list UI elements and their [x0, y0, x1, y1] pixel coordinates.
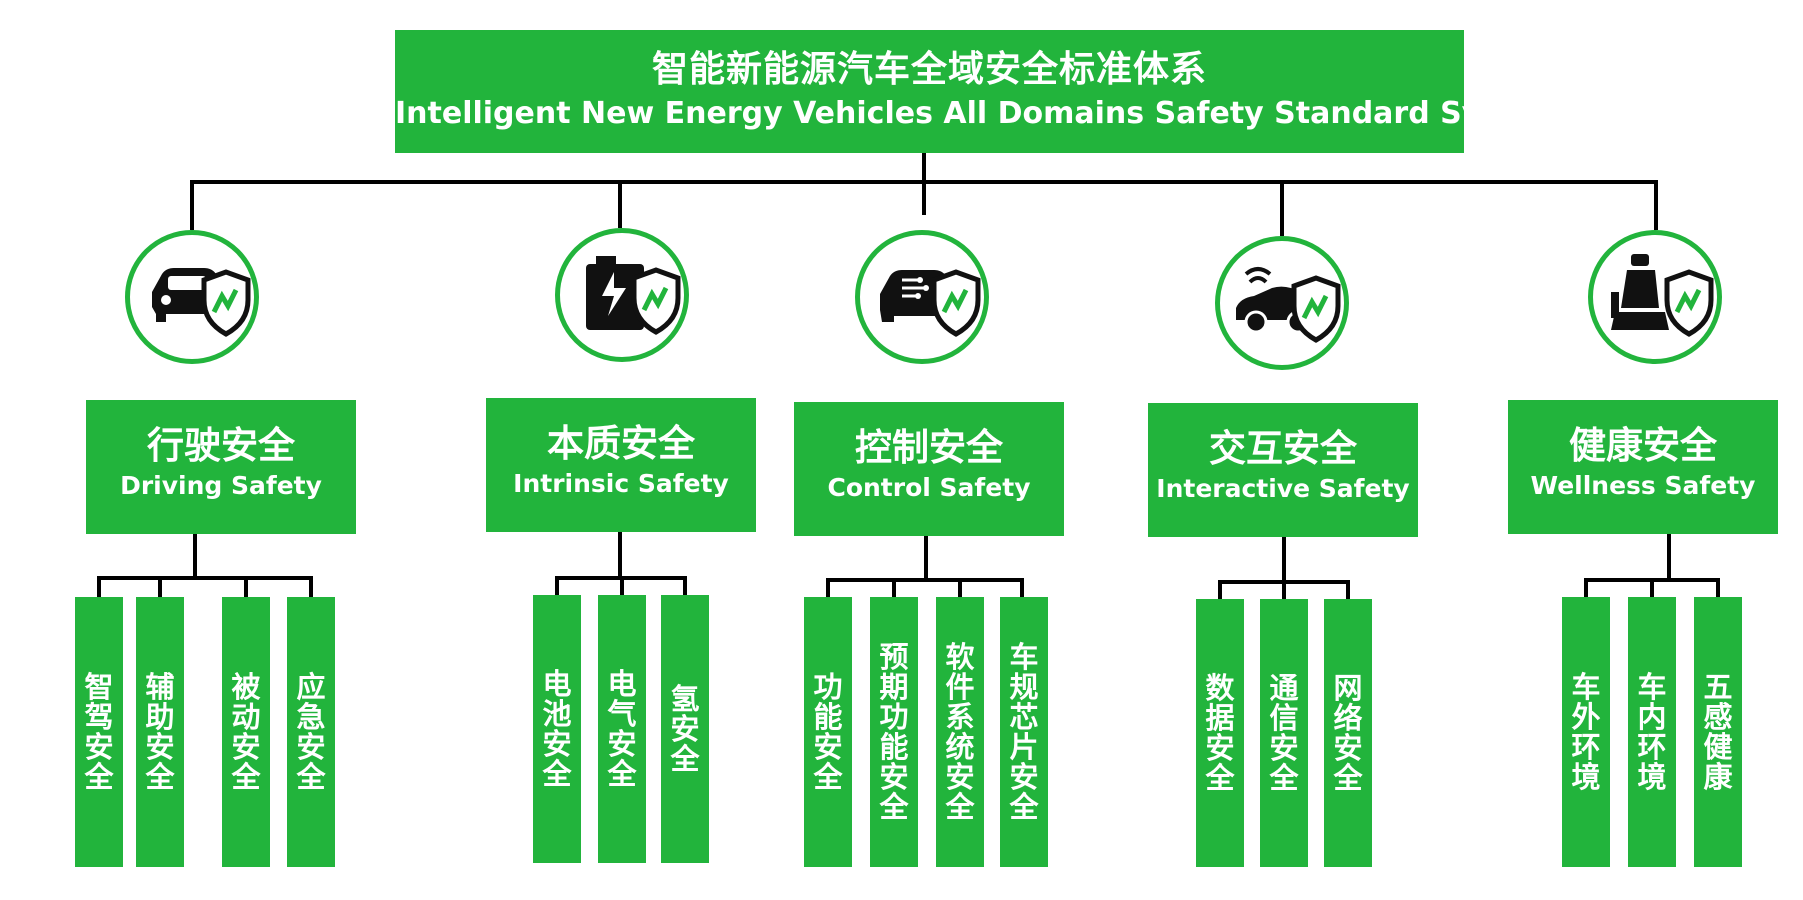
circuit-car-shield-icon [855, 230, 989, 364]
sub-item-box: 数据安全 [1196, 599, 1244, 867]
sub-item-box: 辅助安全 [136, 597, 184, 867]
sub-item-label: 数据安全 [1205, 671, 1235, 795]
sub-item-label: 辅助安全 [145, 670, 175, 794]
sub-item-box: 氢安全 [661, 595, 709, 863]
root-title-cn: 智能新能源汽车全域安全标准体系 [651, 49, 1207, 90]
connector-line [924, 536, 928, 580]
category-title-cn: 行驶安全 [147, 424, 295, 467]
category-interactive: 交互安全 Interactive Safety [1148, 403, 1418, 537]
category-title-cn: 健康安全 [1569, 424, 1717, 467]
connector-line [620, 576, 624, 596]
connector-line [1584, 578, 1588, 598]
category-control: 控制安全 Control Safety [794, 402, 1064, 536]
sub-item-label: 通信安全 [1269, 671, 1299, 795]
connector-line [193, 534, 197, 578]
sub-item-label: 电池安全 [542, 667, 572, 791]
category-title-cn: 交互安全 [1209, 427, 1357, 470]
sub-item-box: 应急安全 [287, 597, 335, 867]
drop-line-driving [190, 180, 194, 230]
seat-shield-icon [1588, 230, 1722, 364]
category-title-en: Driving Safety [120, 471, 322, 500]
connector-line [555, 576, 559, 596]
connector-line [1667, 534, 1671, 580]
sub-item-label: 车规芯片安全 [1009, 640, 1039, 824]
sub-item-label: 被动安全 [231, 670, 261, 794]
connected-car-shield-icon [1215, 236, 1349, 370]
sub-item-label: 五感健康 [1703, 670, 1733, 794]
root-trunk-line [922, 153, 926, 215]
sub-item-box: 电池安全 [533, 595, 581, 863]
car-shield-icon [125, 230, 259, 364]
category-title-en: Interactive Safety [1156, 474, 1410, 503]
sub-item-label: 氢安全 [670, 682, 700, 776]
sub-item-box: 车外环境 [1562, 597, 1610, 867]
sub-item-label: 网络安全 [1333, 671, 1363, 795]
connector-line [826, 578, 830, 598]
sub-item-label: 软件系统安全 [945, 640, 975, 824]
connector-line [1282, 537, 1286, 582]
connector-line [244, 576, 248, 598]
connector-line [158, 576, 162, 598]
connector-line [97, 576, 313, 580]
connector-line [1020, 578, 1024, 598]
connector-line [97, 576, 101, 598]
connector-line [683, 576, 687, 596]
root-title-box: 智能新能源汽车全域安全标准体系 Intelligent New Energy V… [395, 30, 1566, 153]
connector-line [309, 576, 313, 598]
connector-line [1716, 578, 1720, 598]
category-intrinsic: 本质安全 Intrinsic Safety [486, 398, 756, 532]
drop-line-wellness [1654, 180, 1658, 230]
sub-item-label: 车外环境 [1571, 670, 1601, 794]
connector-line [618, 532, 622, 578]
category-title-en: Wellness Safety [1530, 471, 1756, 500]
sub-item-label: 电气安全 [607, 667, 637, 791]
drop-line-interactive [1280, 180, 1284, 236]
sub-item-box: 电气安全 [598, 595, 646, 863]
connector-line [1218, 580, 1222, 600]
connector-line [958, 578, 962, 598]
sub-item-box: 预期功能安全 [870, 597, 918, 867]
sub-item-label: 智驾安全 [84, 670, 114, 794]
sub-item-label: 功能安全 [813, 670, 843, 794]
connector-line [892, 578, 896, 598]
sub-item-box: 五感健康 [1694, 597, 1742, 867]
sub-item-label: 预期功能安全 [879, 640, 909, 824]
root-title-en: Intelligent New Energy Vehicles All Doma… [395, 96, 1566, 131]
sub-item-box: 智驾安全 [75, 597, 123, 867]
category-title-en: Control Safety [827, 473, 1031, 502]
sub-item-box: 车规芯片安全 [1000, 597, 1048, 867]
sub-item-label: 应急安全 [296, 670, 326, 794]
category-title-en: Intrinsic Safety [513, 469, 729, 498]
category-title-cn: 控制安全 [855, 426, 1003, 469]
sub-item-box: 通信安全 [1260, 599, 1308, 867]
connector-line [1650, 578, 1654, 598]
root-branch-line [190, 180, 1658, 184]
connector-line [1282, 580, 1286, 600]
sub-item-label: 车内环境 [1637, 670, 1667, 794]
category-driving: 行驶安全 Driving Safety [86, 400, 356, 534]
drop-line-intrinsic [618, 180, 622, 228]
battery-shield-icon [555, 228, 689, 362]
category-title-cn: 本质安全 [547, 422, 695, 465]
connector-line [826, 578, 1024, 582]
sub-item-box: 功能安全 [804, 597, 852, 867]
sub-item-box: 车内环境 [1628, 597, 1676, 867]
category-wellness: 健康安全 Wellness Safety [1508, 400, 1778, 534]
sub-item-box: 软件系统安全 [936, 597, 984, 867]
sub-item-box: 被动安全 [222, 597, 270, 867]
sub-item-box: 网络安全 [1324, 599, 1372, 867]
connector-line [1346, 580, 1350, 600]
